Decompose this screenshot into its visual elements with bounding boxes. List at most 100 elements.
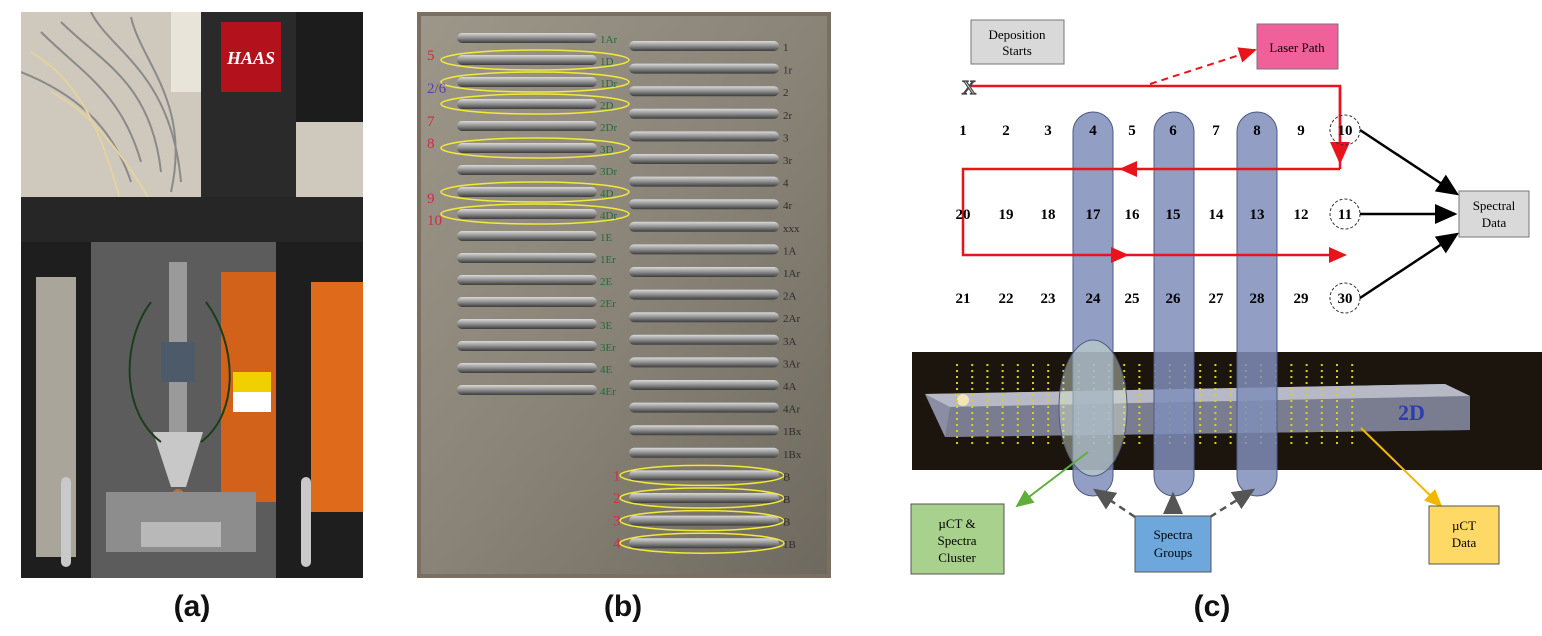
right-track [629, 63, 779, 74]
right-track [629, 380, 779, 390]
pass-number: 16 [1125, 207, 1141, 223]
pass-number: 15 [1166, 207, 1181, 223]
left-track [457, 77, 597, 87]
right-track [629, 493, 779, 503]
left-track [457, 275, 597, 285]
deposition-starts-line1: Deposition [988, 27, 1046, 42]
uct-cluster-line2: Spectra [938, 533, 977, 548]
right-track [629, 244, 779, 255]
deposition-starts-box: Deposition Starts [970, 19, 1065, 65]
right-track-label: 3r [783, 155, 793, 167]
left-track [457, 55, 597, 65]
left-track [457, 385, 597, 395]
pass-number: 20 [956, 207, 971, 223]
left-track-label: 2E [600, 276, 613, 288]
pass-number: 8 [1253, 123, 1261, 139]
red-sample-number: 7 [427, 114, 435, 130]
right-track-label: 2 [783, 87, 789, 99]
right-track [629, 131, 779, 142]
left-highlight [440, 137, 630, 159]
pass-number: 14 [1209, 207, 1225, 223]
pass-number: 30 [1338, 291, 1353, 307]
pass-number: 1 [959, 123, 967, 139]
caption-c: (c) [1193, 590, 1231, 623]
spectral-data-line2: Data [1482, 215, 1507, 230]
sample-photo: 2D [912, 352, 1542, 470]
pass-number: 5 [1128, 123, 1136, 139]
left-track [457, 165, 597, 175]
left-track [457, 187, 597, 197]
pass-number: 11 [1338, 207, 1352, 223]
right-track [629, 470, 779, 481]
laser-path-label: Laser Path [1269, 40, 1325, 55]
pass-number: 28 [1250, 291, 1265, 307]
pass-number: 19 [999, 207, 1014, 223]
pass-number: 3 [1044, 123, 1052, 139]
spectral-data-line1: Spectral [1473, 198, 1516, 213]
left-track-label: 1Dr [600, 78, 617, 90]
left-highlight [440, 203, 630, 225]
pass-number: 12 [1294, 207, 1309, 223]
spectral-data-box: Spectral Data [1458, 190, 1530, 238]
pass-number: 2 [1002, 123, 1010, 139]
laser-path-schematic: 2D X Deposition Starts Lase [910, 19, 1542, 575]
red-sample-number: 2/6 [427, 81, 447, 97]
left-track-label: 3E [600, 320, 613, 332]
deposited-tracks-plate: 1Ar1D1Dr2D2Dr3D3Dr4D4Dr1E1Er2E2Er3E3Er4E… [417, 12, 831, 578]
right-highlight [619, 532, 785, 554]
pass-number: 7 [1212, 123, 1220, 139]
left-track [457, 209, 597, 219]
right-track [629, 221, 779, 232]
right-track [629, 154, 779, 164]
right-track-label: 1Ar [783, 268, 800, 280]
spectra-groups-line1: Spectra [1154, 527, 1193, 542]
pass-number: 9 [1297, 123, 1305, 139]
laser-path-box: Laser Path [1256, 23, 1339, 70]
left-track [457, 297, 597, 307]
left-track-label: 4D [600, 188, 614, 200]
laser-path-pointer [1149, 47, 1257, 85]
pass-number: 10 [1338, 123, 1353, 139]
right-track [629, 108, 779, 119]
spectra-groups-box: Spectra Groups [1134, 515, 1212, 573]
right-track-label: 4 [783, 178, 789, 190]
sample-tag: 2D [1398, 400, 1425, 425]
left-highlight [440, 181, 630, 203]
pass-number: 18 [1041, 207, 1056, 223]
caption-a: (a) [173, 590, 211, 623]
pass-number: 4 [1089, 123, 1097, 139]
right-track-label: 4Ar [783, 404, 800, 416]
deposition-starts-line2: Starts [1002, 43, 1032, 58]
left-track-label: 1Er [600, 254, 616, 266]
pass-number: 13 [1250, 207, 1265, 223]
left-track-label: 2Er [600, 298, 616, 310]
right-track [629, 199, 779, 210]
left-track [457, 341, 597, 351]
red-bottom-number: 1 [613, 468, 621, 484]
right-track-label: 4r [783, 200, 793, 212]
uct-data-line2: Data [1452, 535, 1477, 550]
right-track-label: xxx [783, 223, 800, 235]
left-track-label: 3Dr [600, 166, 617, 178]
right-highlight [619, 509, 785, 532]
start-marker: X [962, 77, 977, 99]
machine-photo: HAAS [21, 12, 363, 578]
right-track [629, 402, 779, 413]
left-highlight [440, 93, 630, 115]
left-track [457, 253, 597, 263]
left-track [457, 363, 597, 373]
haas-logo-text: HAAS [226, 48, 275, 68]
left-track-label: 2Dr [600, 122, 617, 134]
uct-spectra-cluster-box: µCT & Spectra Cluster [910, 503, 1005, 575]
pass-number: 29 [1294, 291, 1309, 307]
right-track [629, 538, 779, 549]
left-highlight [440, 49, 630, 71]
right-highlight [619, 464, 785, 487]
right-track-label: 4A [783, 381, 797, 393]
left-highlight [440, 71, 630, 93]
right-highlight [619, 487, 785, 509]
right-track [629, 357, 779, 368]
uct-data-line1: µCT [1452, 518, 1476, 533]
uct-cluster-line3: Cluster [938, 550, 976, 565]
